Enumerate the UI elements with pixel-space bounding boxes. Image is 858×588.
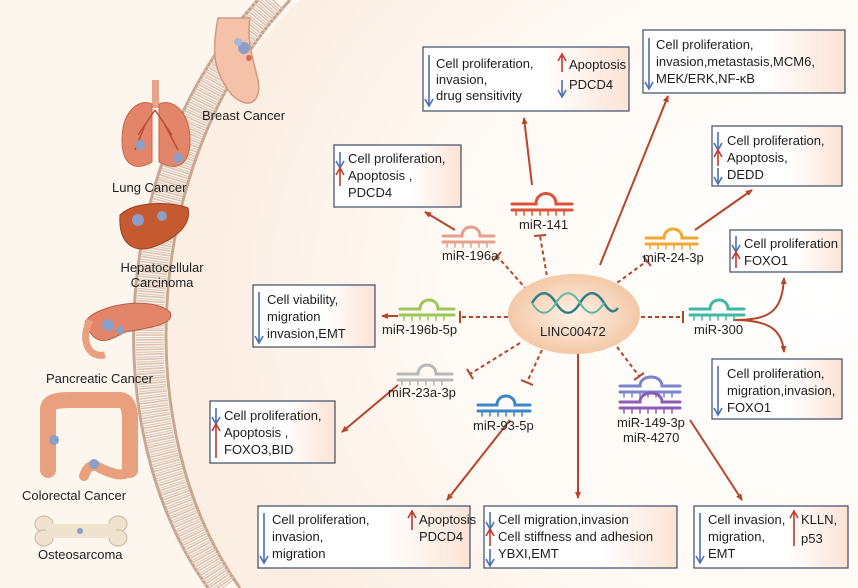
box-mir93-line3: migration xyxy=(272,546,326,561)
box-mir23a-line3: FOXO3,BID xyxy=(224,442,294,457)
mir24-label: miR-24-3p xyxy=(643,250,704,265)
effect-arrows xyxy=(341,95,787,501)
box-mir196a-line1: Cell proliferation, xyxy=(348,151,446,166)
liver-icon xyxy=(119,203,190,250)
mir4270-label: miR-4270 xyxy=(623,430,680,445)
box-mid xyxy=(483,505,678,569)
box-mir149-right2: p53 xyxy=(801,531,823,546)
osteosarcoma-label: Osteosarcoma xyxy=(38,547,123,562)
breast-cancer-label: Breast Cancer xyxy=(202,108,286,123)
pancreas-icon xyxy=(82,302,172,359)
colorectal-cancer-label: Colorectal Cancer xyxy=(22,488,127,503)
box-mir149-right1: KLLN, xyxy=(801,512,838,527)
box-mir24-line3: DEDD xyxy=(727,167,764,182)
box-mir24-line2: Apoptosis, xyxy=(727,150,788,165)
mir4270-hairpin xyxy=(618,391,682,414)
box-mir196b-line1: Cell viability, xyxy=(267,292,339,307)
effect-boxes xyxy=(209,29,849,569)
box-mir141-line1: Cell proliferation, xyxy=(436,56,534,71)
box-top xyxy=(642,29,846,94)
box-mir141-line3: drug sensitivity xyxy=(436,88,522,103)
box-mir300b-line3: FOXO1 xyxy=(727,400,772,415)
mir196b-label: miR-196b-5p xyxy=(382,322,458,337)
box-mir141-line2: invasion, xyxy=(436,72,488,87)
box-mir24-line1: Cell proliferation, xyxy=(727,133,825,148)
breast-icon xyxy=(213,17,260,104)
mir196b-hairpin xyxy=(398,298,456,321)
lung-cancer-label: Lung Cancer xyxy=(112,180,187,195)
box-mir300a-line2: FOXO1 xyxy=(744,253,789,268)
box-mid-line3: YBXI,EMT xyxy=(498,546,559,561)
cell-membrane-outer xyxy=(132,0,260,588)
box-mir300-b xyxy=(711,358,843,420)
mir93-label: miR-93-5p xyxy=(473,418,534,433)
box-mir300b-line2: migration,invasion, xyxy=(727,383,836,398)
box-mir196a xyxy=(333,144,462,208)
box-mir300-a xyxy=(729,229,843,273)
mir23a-label: miR-23a-3p xyxy=(388,385,456,400)
mir141-label: miR-141 xyxy=(519,217,569,232)
box-top-line3: MEK/ERK,NF-κB xyxy=(656,71,755,86)
box-mir23a-line1: Cell proliferation, xyxy=(224,408,322,423)
mir300-hairpin xyxy=(688,298,746,321)
mir141-hairpin xyxy=(510,192,574,216)
box-mir196b xyxy=(252,284,376,348)
box-mir93-right2: PDCD4 xyxy=(419,529,464,544)
box-mir196b-line2: migration xyxy=(267,309,321,324)
mir300-label: miR-300 xyxy=(694,322,744,337)
box-mir23a-line2: Apoptosis , xyxy=(224,425,289,440)
pancreatic-cancer-label: Pancreatic Cancer xyxy=(46,371,153,386)
box-mir149-line1: Cell invasion, xyxy=(708,512,786,527)
box-mir93 xyxy=(257,505,471,569)
center-label: LINC00472 xyxy=(540,324,606,339)
lung-icon xyxy=(121,80,191,167)
box-mir196a-line2: Apoptosis , xyxy=(348,168,413,183)
box-mir149-line2: migration, xyxy=(708,529,766,544)
box-top-line2: invasion,metastasis,MCM6, xyxy=(656,54,815,69)
box-mid-line2: Cell stiffness and adhesion xyxy=(498,529,654,544)
liver-label-line2: Carcinoma xyxy=(130,275,194,290)
box-mir24 xyxy=(711,125,843,187)
inhibition-bars xyxy=(459,234,684,386)
mir196a-hairpin xyxy=(441,225,496,248)
box-mir141 xyxy=(422,46,630,112)
mir24-hairpin xyxy=(644,227,699,250)
box-mir300a-line1: Cell proliferation xyxy=(744,236,838,251)
center-ellipse xyxy=(508,274,640,354)
box-mir93-line2: invasion, xyxy=(272,529,324,544)
bone-icon xyxy=(34,515,128,547)
mir149-label: miR-149-3p xyxy=(617,415,685,430)
mir93-hairpin xyxy=(476,394,532,417)
mir196a-label: miR-196a xyxy=(442,248,499,263)
box-mir300b-line1: Cell proliferation, xyxy=(727,366,825,381)
box-mir196b-line3: invasion,EMT xyxy=(267,326,346,341)
box-mir149 xyxy=(693,505,849,569)
box-mir141-right2: PDCD4 xyxy=(569,77,614,92)
colon-icon xyxy=(40,392,138,481)
box-mir23a xyxy=(209,400,336,464)
box-mir93-line1: Cell proliferation, xyxy=(272,512,370,527)
box-top-line1: Cell proliferation, xyxy=(656,37,754,52)
box-mid-line1: Cell migration,invasion xyxy=(498,512,629,527)
mir23a-hairpin xyxy=(396,363,454,386)
box-mir141-right1: Apoptosis xyxy=(569,57,627,72)
indicator-arrows xyxy=(211,38,799,568)
mirna-hairpins xyxy=(396,192,746,417)
inhibition-links xyxy=(460,235,683,383)
box-mir93-right1: Apoptosis xyxy=(419,512,477,527)
box-mir196a-line3: PDCD4 xyxy=(348,185,393,200)
liver-label-line1: Hepatocellular xyxy=(120,260,204,275)
box-mir149-line3: EMT xyxy=(708,546,736,561)
